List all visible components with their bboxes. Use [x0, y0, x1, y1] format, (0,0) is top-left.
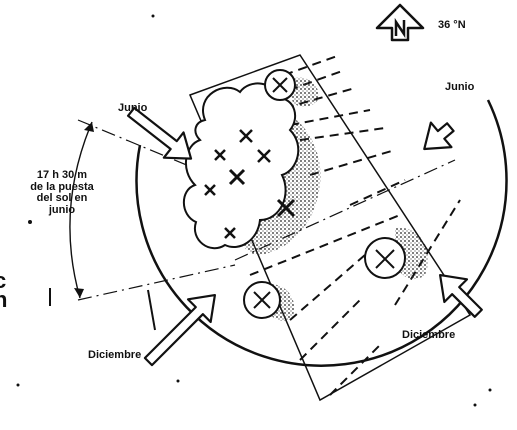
sunset-annotation-line4: junio	[22, 205, 102, 217]
site-boundary-arc-left	[148, 290, 155, 330]
tree-cluster-main	[184, 83, 321, 255]
north-arrow-icon	[377, 5, 423, 40]
sunset-annotation: 17 h 30 m de la puesta del sol en junio	[22, 170, 102, 216]
label-junio-left: Junio	[118, 103, 147, 115]
sunset-annotation-line3: del sol en	[22, 193, 102, 205]
label-junio-right: Junio	[445, 82, 474, 94]
tree-small-center	[244, 282, 294, 321]
speck	[17, 384, 20, 387]
label-diciembre-left: Diciembre	[88, 350, 141, 362]
speck	[489, 389, 492, 392]
sunset-annotation-line1: 17 h 30 m	[22, 170, 102, 182]
speck	[474, 404, 477, 407]
label-diciembre-right: Diciembre	[402, 330, 455, 342]
speck	[152, 15, 155, 18]
edge-fragment: c n	[0, 272, 5, 309]
speck	[177, 380, 180, 383]
speck	[28, 220, 32, 224]
north-label: 36 °N	[438, 20, 466, 32]
